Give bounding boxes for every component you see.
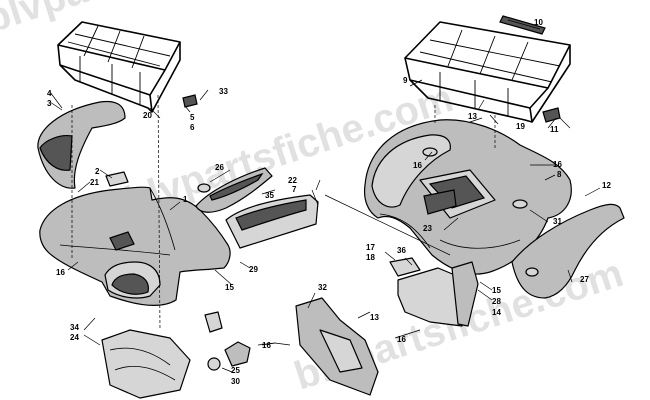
side-panel-upper[interactable] [195, 167, 273, 213]
callout-22: 22 [288, 176, 297, 185]
callout-15b: 15 [492, 286, 501, 295]
callout-34: 34 [70, 323, 79, 332]
callout-36: 36 [397, 246, 406, 255]
callout-15: 15 [225, 283, 234, 292]
callout-11: 11 [550, 125, 559, 134]
callout-13b: 13 [370, 313, 379, 322]
callout-16: 16 [56, 268, 65, 277]
leader-lines [49, 79, 601, 373]
callout-27: 27 [580, 275, 589, 284]
grommet[interactable] [207, 357, 221, 371]
callout-21: 21 [90, 178, 99, 187]
callout-16e: 16 [397, 335, 406, 344]
callouts: 1 2 3 4 5 6 7 8 9 10 11 12 13 13 14 15 1… [47, 18, 611, 386]
callout-5: 5 [190, 113, 195, 122]
rear-fender[interactable] [363, 119, 572, 275]
callout-24: 24 [70, 333, 79, 342]
callout-16d: 16 [262, 341, 271, 350]
callout-17: 17 [366, 243, 375, 252]
callout-8: 8 [557, 170, 562, 179]
callout-33: 33 [219, 87, 228, 96]
callout-7: 7 [292, 185, 297, 194]
front-rack[interactable] [57, 21, 198, 113]
rack-bracket[interactable] [542, 107, 561, 123]
callout-32: 32 [318, 283, 327, 292]
callout-19: 19 [516, 122, 525, 131]
rear-bracket[interactable] [389, 257, 421, 277]
rear-fender-flare[interactable] [511, 203, 625, 299]
frame-section[interactable] [101, 329, 191, 399]
side-panel-lower[interactable] [225, 194, 319, 249]
rear-rack[interactable] [404, 21, 571, 123]
svg-text:blvpartsfiche.com: blvpartsfiche.com [0, 0, 319, 42]
callout-18: 18 [366, 253, 375, 262]
front-fender-flare[interactable] [37, 100, 126, 189]
callout-6: 6 [190, 123, 195, 132]
grab-bar[interactable] [499, 15, 546, 35]
decal[interactable] [105, 171, 129, 187]
side-panel-cap[interactable] [197, 183, 211, 193]
callout-26: 26 [215, 163, 224, 172]
callout-16c: 16 [553, 160, 562, 169]
mud-guard-small[interactable] [224, 341, 251, 367]
callout-35: 35 [265, 191, 274, 200]
callout-12: 12 [602, 181, 611, 190]
callout-13: 13 [468, 112, 477, 121]
callout-23: 23 [423, 224, 432, 233]
callout-9: 9 [403, 76, 408, 85]
front-fender-body[interactable] [39, 186, 231, 307]
bracket[interactable] [204, 311, 223, 333]
callout-1: 1 [183, 195, 188, 204]
callout-31: 31 [553, 217, 562, 226]
callout-29: 29 [249, 265, 258, 274]
footwell[interactable] [295, 297, 379, 396]
callout-2: 2 [95, 167, 100, 176]
callout-25: 25 [231, 366, 240, 375]
callout-4: 4 [47, 89, 52, 98]
callout-3: 3 [47, 99, 52, 108]
callout-16b: 16 [413, 161, 422, 170]
callout-28: 28 [492, 297, 501, 306]
callout-20: 20 [143, 111, 152, 120]
callout-10: 10 [534, 18, 543, 27]
callout-14: 14 [492, 308, 501, 317]
callout-30: 30 [231, 377, 240, 386]
mud-flap[interactable] [397, 261, 479, 327]
